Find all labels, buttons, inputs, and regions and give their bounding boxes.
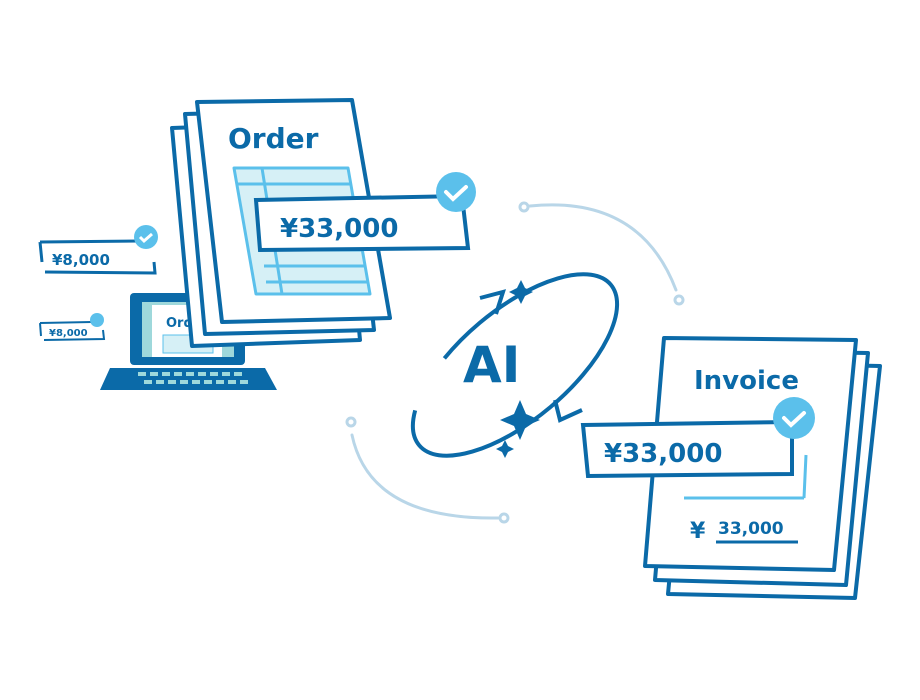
sparkle-icon	[500, 400, 540, 440]
order-amount: ¥33,000	[280, 214, 398, 244]
check-icon	[436, 172, 476, 212]
check-icon	[134, 225, 158, 249]
receipt-amount: ¥8,000	[49, 328, 88, 339]
ai-cycle: AI	[410, 272, 620, 458]
ai-label: AI	[463, 336, 520, 394]
sparkle-icon	[496, 440, 514, 458]
invoice-line-amount: 33,000	[718, 519, 784, 539]
orbit-dots	[345, 201, 685, 524]
invoice-document: Invoice ¥ 33,000	[643, 336, 882, 600]
orbit-ring	[350, 203, 678, 520]
order-title: Order	[228, 122, 319, 155]
small-receipt-2: ¥8,000	[39, 313, 106, 341]
small-receipt-1: ¥8,000	[38, 225, 158, 275]
sparkle-icon	[509, 280, 533, 304]
arrow-icon	[553, 399, 583, 423]
invoice-amount: ¥33,000	[604, 439, 722, 469]
order-amount-tag: ¥33,000	[253, 172, 476, 253]
receipt-amount: ¥8,000	[52, 251, 110, 269]
laptop-keyboard-base	[100, 368, 277, 390]
invoice-title: Invoice	[694, 366, 799, 396]
check-icon	[90, 313, 104, 327]
arrow-icon	[479, 289, 507, 315]
invoice-amount-tag: ¥33,000	[580, 397, 815, 479]
check-icon	[773, 397, 815, 439]
invoice-line-currency: ¥	[690, 519, 706, 544]
